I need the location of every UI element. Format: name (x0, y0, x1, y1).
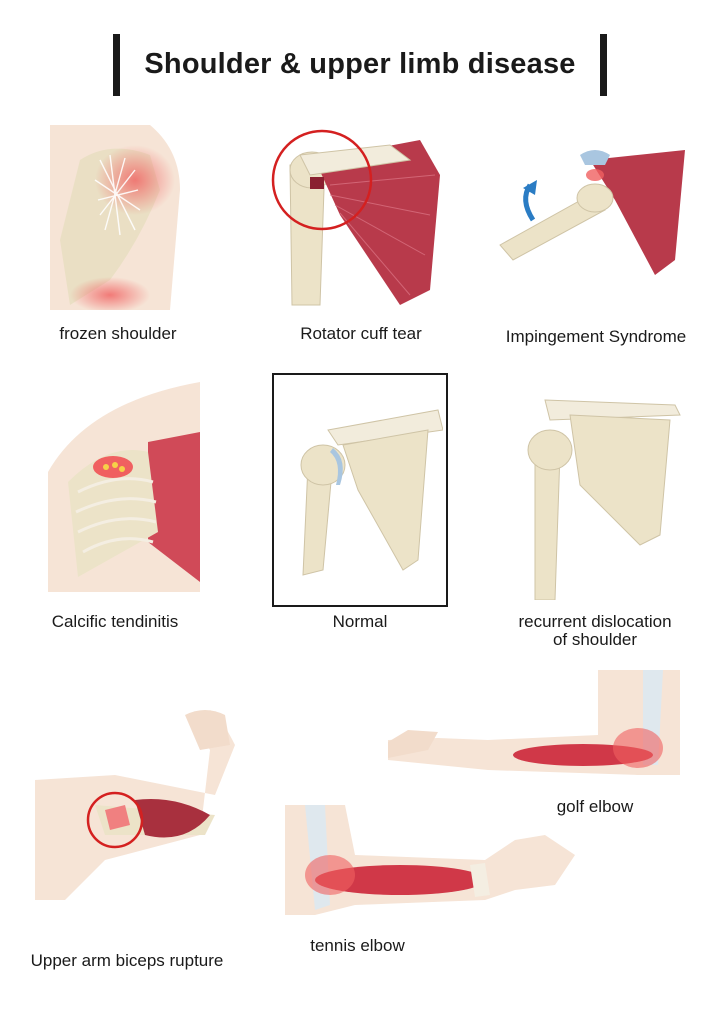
impingement-illustration (495, 140, 695, 285)
tennis-elbow-illustration (285, 805, 575, 915)
caption-recurrent-line1: recurrent dislocation (518, 612, 672, 631)
title-block: Shoulder & upper limb disease (113, 34, 607, 96)
frozen-shoulder-illustration (40, 120, 190, 310)
caption-golf-elbow: golf elbow (556, 797, 634, 816)
title-bar-left (113, 34, 120, 96)
caption-impingement-syndrome: Impingement Syndrome (505, 327, 687, 346)
page-title: Shoulder & upper limb disease (144, 48, 576, 80)
caption-frozen-shoulder: frozen shoulder (59, 324, 177, 343)
caption-tennis-elbow: tennis elbow (310, 936, 405, 955)
title-bar-right (600, 34, 607, 96)
caption-calcific-tendinitis: Calcific tendinitis (51, 612, 179, 631)
highlight-circle (271, 129, 373, 231)
caption-normal: Normal (332, 612, 388, 631)
normal-illustration (278, 400, 443, 585)
biceps-rupture-illustration (35, 705, 250, 900)
caption-recurrent-line2: of shoulder (552, 630, 638, 649)
rotator-cuff-illustration (270, 115, 450, 310)
caption-rotator-cuff-tear: Rotator cuff tear (300, 324, 422, 343)
golf-elbow-illustration (388, 670, 680, 780)
caption-biceps-rupture: Upper arm biceps rupture (30, 951, 224, 970)
recurrent-dislocation-illustration (520, 385, 685, 600)
calcific-illustration (38, 382, 200, 592)
normal-frame (272, 373, 448, 607)
